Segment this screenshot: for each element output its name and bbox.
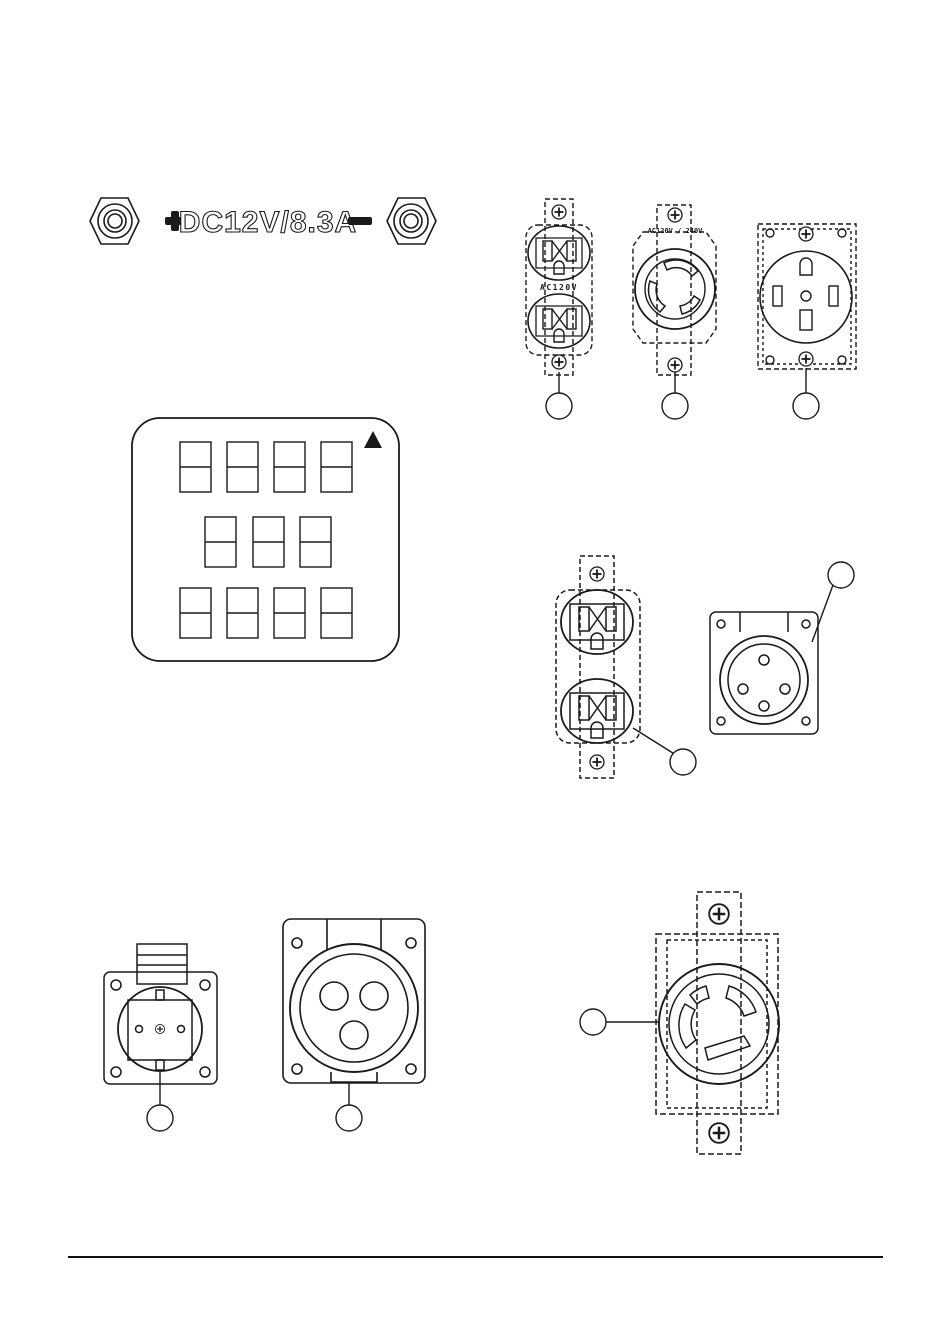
four-pin-round-socket	[710, 612, 818, 734]
schuko-socket	[104, 944, 217, 1084]
callout-circle-icon	[147, 1071, 362, 1131]
duplex-outlet-large	[556, 556, 640, 778]
twist-lock-outlet-label: AC120V / 240V	[648, 227, 704, 235]
warning-triangle-icon	[364, 431, 382, 448]
twist-lock-outlet-large	[656, 892, 779, 1154]
footer-rule	[68, 1256, 883, 1258]
duplex-outlet-label: AC120V	[540, 283, 578, 292]
three-pin-round-socket	[283, 919, 425, 1083]
dc-rating-label: DC12V/8.3A	[179, 206, 357, 239]
fuse-panel	[132, 418, 399, 661]
callout-circle-icon	[580, 1009, 659, 1035]
dc-terminal-right	[387, 198, 436, 244]
power-outlet-50a	[758, 224, 856, 369]
dc-terminal-left	[90, 198, 139, 244]
callout-circle-icon	[633, 562, 854, 775]
minus-icon	[348, 217, 372, 225]
